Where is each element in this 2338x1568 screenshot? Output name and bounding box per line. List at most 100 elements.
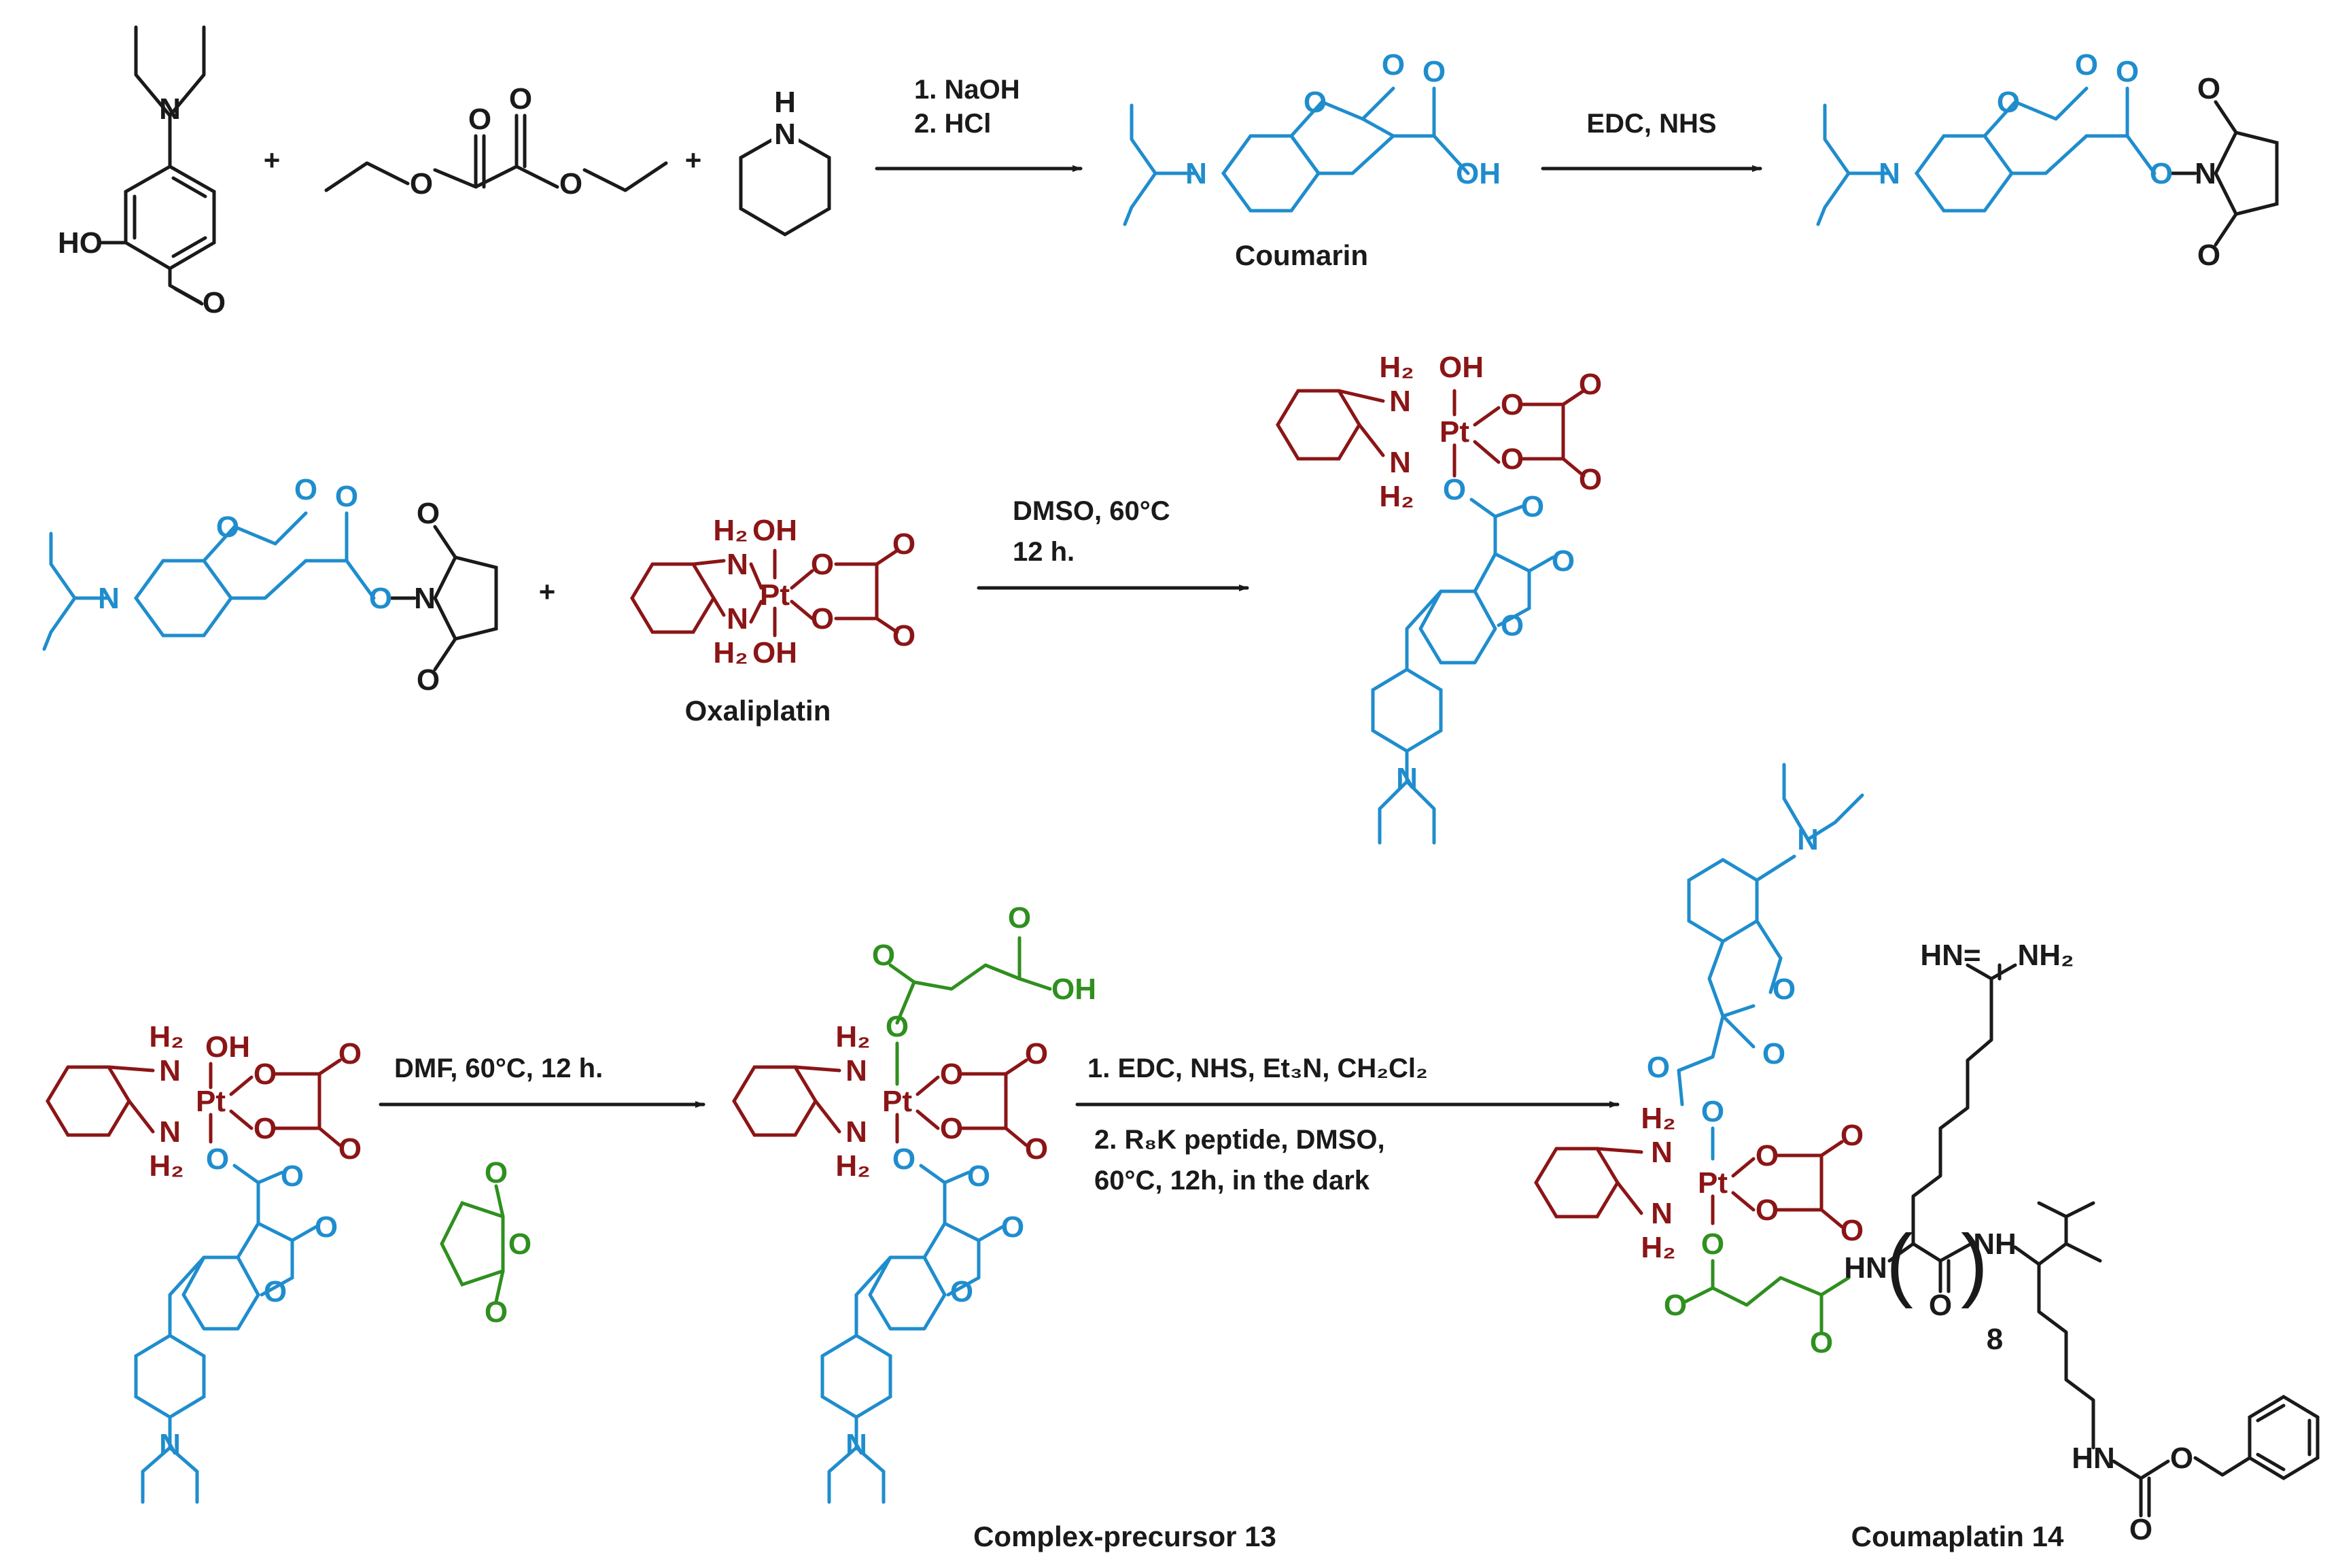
oxali-oxygen-2: O: [811, 602, 834, 635]
int-amine-1: N: [1389, 385, 1411, 418]
succinimide-oxygen-1: O: [2197, 72, 2220, 105]
coumarin-acid: N O O O OH: [1123, 48, 1501, 226]
nhs2-lactone-oxygen: O: [216, 510, 239, 544]
c14-ester-carbonyl: O: [1647, 1051, 1670, 1084]
c14-amine-2: N: [1651, 1197, 1673, 1230]
hydroxyl-label: HO: [58, 226, 103, 260]
coumarin-label: Coumarin: [1235, 239, 1368, 271]
r-oxygen-2: O: [254, 1112, 277, 1145]
repeat-paren-open: (: [1886, 1218, 1913, 1309]
c14-oxygen-1: O: [1756, 1139, 1779, 1172]
oxaliplatin: N H₂ N H₂ Pt OH OH O O O O: [630, 514, 915, 669]
repeat-count: 8: [1987, 1323, 2003, 1356]
carbonyl-oxygen-2: O: [509, 82, 532, 116]
c14-lactone-oxygen: O: [1773, 973, 1796, 1006]
step1-condition-1: 1. NaOH: [914, 75, 1020, 105]
c14-h2-2: H₂: [1641, 1231, 1675, 1264]
diethyl-malonate: O O O O: [324, 82, 668, 201]
p13-lactone-oxygen: O: [950, 1275, 973, 1308]
coumarin-nhs-ester-2: N O O O O N O O: [42, 473, 498, 697]
acid-carbonyl-oxygen: O: [1423, 55, 1446, 88]
oxali-amine-1: N: [727, 548, 748, 581]
r-oxygen-1: O: [254, 1058, 277, 1091]
p13-h2-2: H₂: [835, 1149, 870, 1183]
step4-condition: DMF, 60°C, 12 h.: [394, 1053, 603, 1083]
int-coumarin-nitrogen: N: [1396, 762, 1418, 795]
r-lactone-oxygen: O: [264, 1275, 287, 1308]
step5-condition-3: 60°C, 12h, in the dark: [1094, 1166, 1370, 1196]
c14-carbonyl-1: O: [1840, 1119, 1864, 1152]
aldehyde-oxygen: O: [203, 286, 226, 319]
r-oh: OH: [205, 1030, 250, 1064]
oxali-h2-1: H₂: [713, 514, 748, 547]
oxali-platinum: Pt: [760, 578, 790, 612]
r-carbonyl-2: O: [338, 1132, 362, 1166]
nhs2-succinimide-oxygen-1: O: [417, 497, 440, 530]
oxali-carbonyl-1: O: [892, 527, 915, 561]
nhs-lactone-oxygen: O: [1997, 86, 2020, 119]
int-oxygen-2: O: [1501, 442, 1524, 476]
int-lactone-carbonyl: O: [1552, 544, 1575, 578]
nhs2-succinimide-nitrogen: N: [414, 582, 436, 615]
oxali-carbonyl-2: O: [892, 619, 915, 652]
piperidine: N H: [739, 86, 831, 237]
r-h2-2: H₂: [149, 1149, 184, 1183]
int-lactone-oxygen: O: [1501, 609, 1524, 642]
nhs-ester-oxygen: O: [2150, 157, 2173, 190]
nhs2-succinimide-oxygen-2: O: [417, 663, 440, 697]
p13-acid-carbonyl: O: [1008, 901, 1031, 935]
nhs-ester-carbonyl: O: [2116, 55, 2139, 88]
int-ester-oxygen: O: [1443, 473, 1466, 506]
p13-oxygen-1: O: [940, 1058, 963, 1091]
complex-precursor-13: O O OH O N H₂ N H₂ Pt O O O O O O O: [732, 901, 1096, 1504]
c14-coumarin-nitrogen: N: [1797, 823, 1819, 856]
p13-carbonyl-2: O: [1025, 1132, 1048, 1166]
c14-guanidine-nh2: NH₂: [2017, 939, 2074, 972]
r-carbonyl-1: O: [338, 1037, 362, 1070]
nhs2-coumarin-nitrogen: N: [98, 582, 120, 615]
int-h2-2: H₂: [1379, 480, 1414, 513]
p13-coumarin-nitrogen: N: [845, 1428, 867, 1461]
piperidine-hydrogen: H: [774, 86, 796, 119]
p13-amine-1: N: [845, 1054, 867, 1087]
r-ester-carbonyl: O: [281, 1160, 304, 1193]
plus-sign-3: +: [539, 576, 556, 608]
int-oxygen-1: O: [1501, 388, 1524, 421]
p13-carbonyl-1: O: [1025, 1037, 1048, 1070]
int-carbonyl-2: O: [1579, 463, 1602, 496]
ester-oxygen-1: O: [410, 167, 433, 201]
p13-amine-2: N: [845, 1115, 867, 1149]
c14-amide-nh-2: NH: [1973, 1227, 2017, 1261]
succinimide-nitrogen: N: [2195, 157, 2216, 190]
p13-platinum: Pt: [882, 1085, 912, 1118]
oxali-h2-2: H₂: [713, 636, 748, 669]
int-carbonyl-1: O: [1579, 368, 1602, 401]
oxali-oxygen-1: O: [811, 548, 834, 581]
p13-h2-1: H₂: [835, 1020, 870, 1053]
oxali-oh-bottom: OH: [752, 636, 797, 669]
lactone-carbonyl-oxygen: O: [1382, 48, 1405, 82]
anhydride-carbonyl-2: O: [485, 1295, 508, 1329]
p13-acid-hydroxyl: OH: [1051, 973, 1096, 1006]
oxaliplatin-label: Oxaliplatin: [685, 695, 831, 727]
nhs-coumarin-nitrogen: N: [1879, 157, 1900, 190]
nhs2-ester-oxygen: O: [369, 582, 392, 615]
piperidine-nitrogen: N: [774, 118, 796, 151]
int-h2-1: H₂: [1379, 351, 1414, 384]
c14-peptide-carbonyl: O: [1929, 1289, 1952, 1322]
pt-coumarin-reactant: N H₂ N H₂ Pt OH O O O O O O O O N: [46, 1020, 362, 1504]
succinimide-oxygen-2: O: [2197, 239, 2220, 272]
acid-hydroxyl: OH: [1456, 157, 1501, 190]
c14-guanidine-hn: HN=: [1920, 939, 1981, 972]
c14-carbamate-nh: HN: [2072, 1442, 2115, 1475]
r-amine-2: N: [159, 1115, 181, 1149]
c14-amine-1: N: [1651, 1136, 1673, 1169]
r-amine-1: N: [159, 1054, 181, 1087]
int-ester-carbonyl: O: [1521, 490, 1544, 523]
p13-lactone-carbonyl: O: [1001, 1210, 1024, 1244]
diethylaminosalicylaldehyde: N HO O: [58, 25, 226, 319]
succinic-anhydride: O O O: [440, 1156, 531, 1329]
c14-succ-ester-oxygen: O: [1701, 1227, 1724, 1261]
carbonyl-oxygen-1: O: [468, 103, 491, 136]
c14-carbamate-oxygen: O: [2170, 1442, 2193, 1475]
